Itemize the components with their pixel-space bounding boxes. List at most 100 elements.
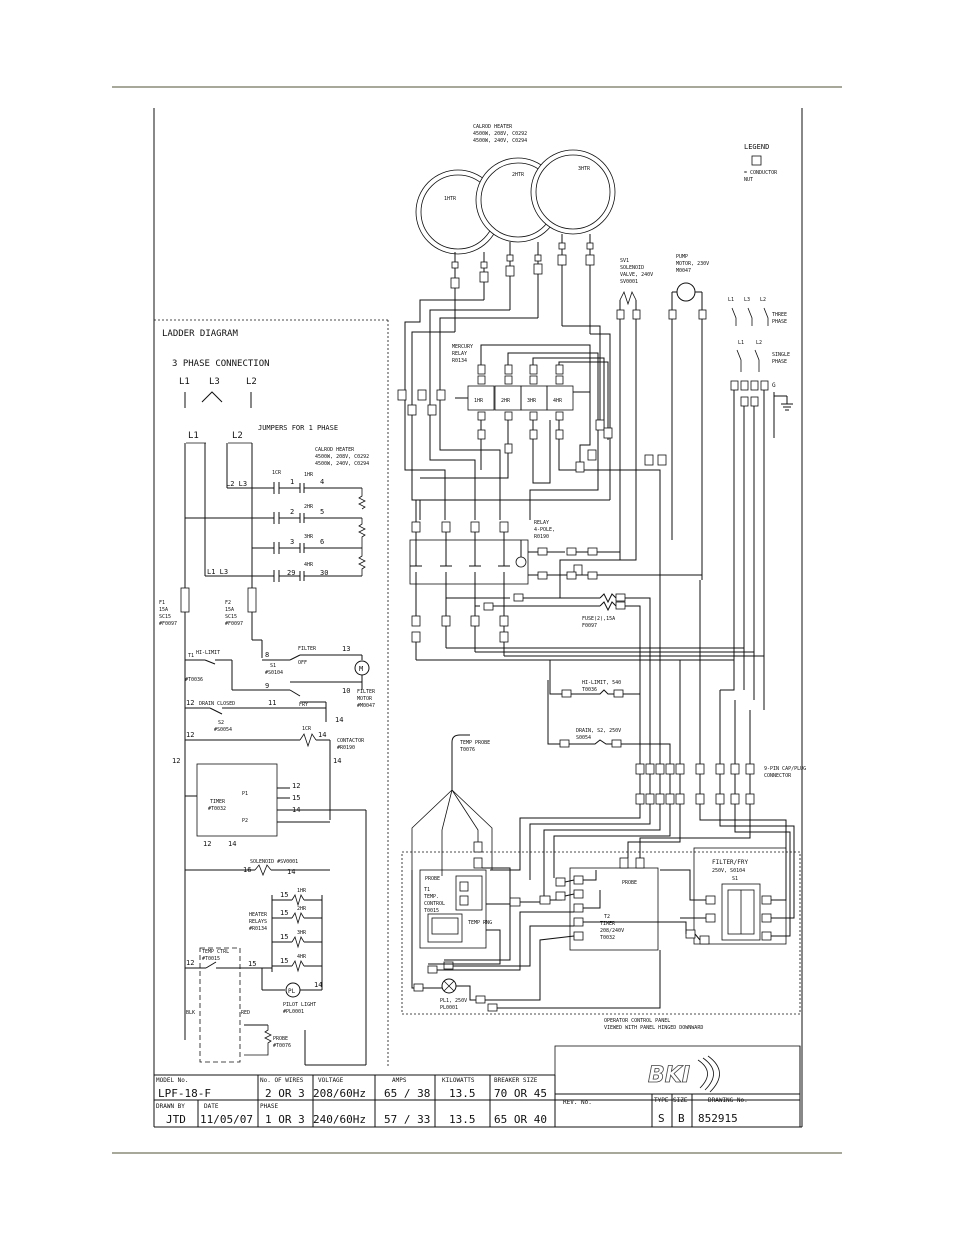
f2-l2: 15A bbox=[225, 607, 234, 613]
heater-row-1: 1 1HR 4 bbox=[227, 472, 366, 510]
relay-coil-1: 15 1HR bbox=[272, 888, 322, 907]
num-12b: 12 bbox=[186, 731, 194, 739]
f1-l3: SC15 bbox=[159, 614, 171, 620]
timer-l2: TIMER bbox=[600, 921, 616, 927]
temp-ctrl-box bbox=[199, 947, 241, 1063]
s1-label: S1 bbox=[270, 663, 276, 669]
p2-label: P2 bbox=[242, 818, 248, 824]
row2-right: 5 bbox=[320, 508, 324, 516]
filter-motor-l3: #M0047 bbox=[357, 703, 375, 709]
drain-closed-label: DRAIN CLOSED bbox=[199, 701, 235, 707]
coil4-label: 4HR bbox=[297, 954, 307, 960]
size-header: SIZE bbox=[673, 1097, 688, 1104]
mercury-relay-block: 1HR 2HR 3HR 4HR bbox=[467, 364, 574, 454]
heater-leads bbox=[450, 234, 595, 334]
pilot-light-part: #PL0001 bbox=[283, 1009, 304, 1015]
mercury-l3: R0134 bbox=[452, 358, 467, 364]
ladder-l3-label: L3 bbox=[209, 377, 220, 387]
drawing-no-header: DRAWING No. bbox=[708, 1097, 748, 1104]
fuse-l2: F0097 bbox=[582, 623, 597, 629]
mr-3: 3HR bbox=[527, 398, 537, 404]
title-block: BKI MODEL No. LPF-18-F No. OF WIRES 2 OR… bbox=[154, 1045, 801, 1128]
coil4-num: 15 bbox=[280, 957, 288, 965]
rev-header: REV. No. bbox=[563, 1099, 592, 1106]
pilot-light-label: PILOT LIGHT bbox=[283, 1002, 316, 1008]
ladder-l1-label: L1 bbox=[179, 377, 190, 387]
row4-right: 30 bbox=[320, 569, 328, 577]
row1-right: 4 bbox=[320, 478, 324, 486]
timer-module-box bbox=[569, 867, 659, 951]
num-12f: 12 bbox=[186, 959, 194, 967]
row1-relay: 1HR bbox=[304, 472, 314, 478]
num-8: 8 bbox=[265, 651, 269, 659]
phase-value: 1 OR 3 bbox=[265, 1113, 305, 1126]
heater-relays-l1: HEATER bbox=[249, 912, 268, 918]
s1-part: #S0104 bbox=[265, 670, 283, 676]
relay4-l1: RELAY bbox=[534, 520, 549, 526]
heater-element-3: 3HTR bbox=[530, 149, 616, 235]
tc-l1: T1 bbox=[424, 887, 430, 893]
timer-part: #T0032 bbox=[208, 806, 226, 812]
contactor-part: #R0190 bbox=[337, 745, 355, 751]
timer-probe: PROBE bbox=[622, 880, 637, 886]
contactor-top-label: 1CR bbox=[272, 470, 282, 476]
sv1-l2: SOLENOID bbox=[620, 265, 644, 271]
probe-l1: TEMP PROBE bbox=[460, 740, 490, 746]
pump-l3: M0047 bbox=[676, 268, 691, 274]
legend-title: LEGEND bbox=[744, 143, 769, 151]
f1-l1: F1 bbox=[159, 600, 165, 606]
timer-l4: T0032 bbox=[600, 935, 615, 941]
probe-l2: T0076 bbox=[460, 747, 475, 753]
hilimit-l1: HI-LIMIT, 540 bbox=[582, 680, 621, 686]
f1-l2: 15A bbox=[159, 607, 168, 613]
relay-coil-4: 15 4HR bbox=[272, 954, 322, 973]
coil3-label: 3HR bbox=[297, 930, 307, 936]
mr-4: 4HR bbox=[553, 398, 563, 404]
num-15b: 15 bbox=[248, 960, 256, 968]
top-rule bbox=[112, 86, 842, 88]
num-9: 9 bbox=[265, 682, 269, 690]
ff-l1: FILTER/FRY bbox=[712, 859, 749, 866]
wd-heater-l1: CALROD HEATER bbox=[473, 124, 513, 130]
breaker-r2: 65 OR 40 bbox=[494, 1113, 547, 1126]
mercury-wiring bbox=[404, 299, 661, 780]
jumpers-label: JUMPERS FOR 1 PHASE bbox=[258, 424, 338, 432]
wires-header: No. OF WIRES bbox=[260, 1077, 304, 1084]
bottom-rule bbox=[112, 1152, 842, 1154]
timer-l3: 208/240V bbox=[600, 928, 624, 934]
pl1-l2: PL0001 bbox=[440, 1005, 458, 1011]
contactor-label: CONTACTOR bbox=[337, 738, 365, 744]
filter-motor-l2: MOTOR bbox=[357, 696, 373, 702]
mr-1: 1HR bbox=[474, 398, 484, 404]
drawing-no-value: 852915 bbox=[698, 1112, 738, 1125]
sv1-l3: VALVE, 240V bbox=[620, 272, 653, 278]
s2-part: #S0054 bbox=[214, 727, 232, 733]
size-value: B bbox=[678, 1112, 685, 1125]
kw-r2: 13.5 bbox=[449, 1113, 476, 1126]
element-2-label: 2HTR bbox=[512, 172, 525, 178]
f2-l1: F2 bbox=[225, 600, 231, 606]
off-label: OFF bbox=[298, 660, 307, 666]
fry-label: FRY bbox=[299, 702, 308, 708]
relay-coil-2: 15 2HR bbox=[272, 906, 322, 925]
wd-heater-l3: 4500W, 240V, C0294 bbox=[473, 138, 527, 144]
num-15a: 15 bbox=[292, 794, 300, 802]
num-14c: 14 bbox=[333, 757, 341, 765]
nine-pin-connector bbox=[635, 580, 755, 805]
breaker-r1: 70 OR 45 bbox=[494, 1087, 547, 1100]
coil1-label: 1HR bbox=[297, 888, 307, 894]
ladder-title: LADDER DIAGRAM bbox=[162, 329, 238, 339]
heater-relays-l3: #R0134 bbox=[249, 926, 267, 932]
connector-l1: 9-PIN CAP/PLUG bbox=[764, 766, 806, 772]
panel-wiring bbox=[411, 804, 795, 1009]
fuse-l1: FUSE(2),15A bbox=[582, 616, 615, 622]
filter-motor-l1: FILTER bbox=[357, 689, 376, 695]
amps-header: AMPS bbox=[392, 1077, 407, 1084]
single-phase-l1: SINGLE bbox=[772, 352, 790, 358]
num-14d: 14 bbox=[292, 806, 300, 814]
bki-logo-swoosh bbox=[697, 1055, 720, 1093]
row3-relay: 3HR bbox=[304, 534, 314, 540]
pump-motor-symbol bbox=[676, 282, 696, 302]
tc-range: TEMP RNG bbox=[468, 920, 492, 926]
legend-symbol bbox=[751, 155, 762, 166]
